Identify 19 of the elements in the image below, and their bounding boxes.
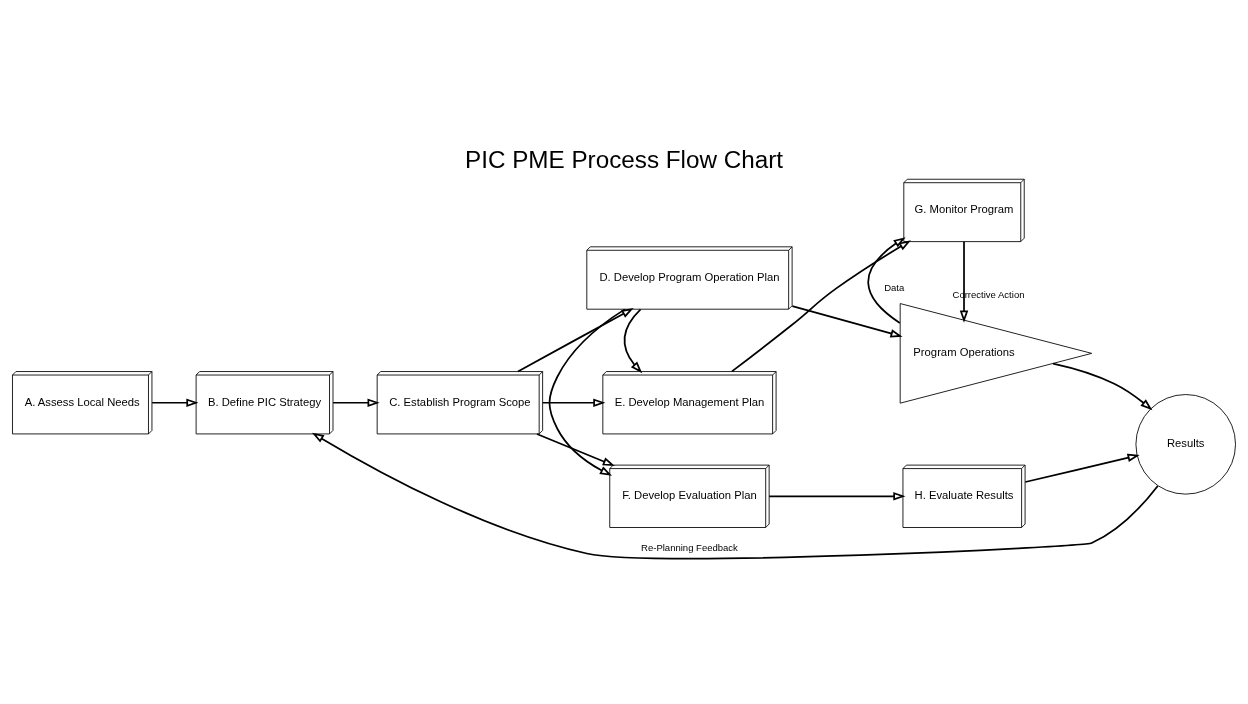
arrow	[768, 492, 906, 501]
arrow	[1024, 453, 1140, 483]
arrow	[332, 398, 380, 407]
arrow	[151, 398, 199, 407]
arrow	[1052, 362, 1153, 411]
edge-label: Re-Planning Feedback	[641, 541, 738, 553]
node-circle: Results	[1135, 394, 1236, 495]
arrow	[867, 237, 906, 324]
arrow	[536, 433, 615, 467]
arrow	[959, 240, 969, 323]
arrow	[548, 308, 626, 476]
edge-label: Data	[884, 282, 905, 294]
arrow	[791, 305, 903, 338]
arrow	[623, 308, 643, 374]
arrow	[541, 398, 606, 407]
diagram-title: PIC PME Process Flow Chart	[464, 146, 784, 174]
arrow	[311, 432, 1159, 560]
arrow	[731, 240, 911, 373]
arrow	[517, 308, 634, 373]
